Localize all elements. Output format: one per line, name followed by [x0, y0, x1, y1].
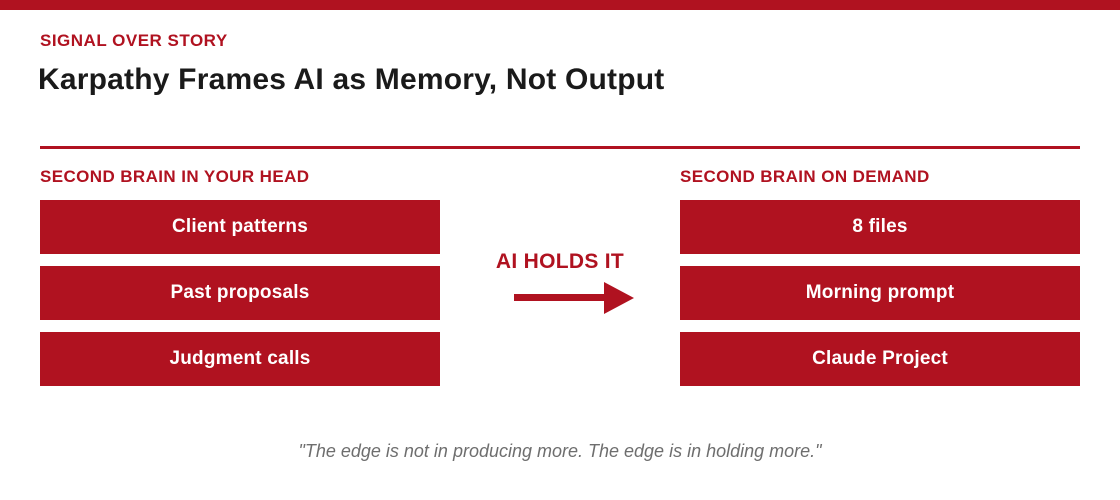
right-box-claude-project: Claude Project — [680, 332, 1080, 386]
arrow-shaft — [514, 294, 606, 301]
right-arrow-icon — [514, 280, 634, 316]
page-title: Karpathy Frames AI as Memory, Not Output — [38, 63, 665, 96]
horizontal-divider — [40, 146, 1080, 149]
left-column-heading: SECOND BRAIN IN YOUR HEAD — [40, 167, 310, 186]
eyebrow-label: SIGNAL OVER STORY — [40, 31, 228, 50]
left-box-client-patterns: Client patterns — [40, 200, 440, 254]
left-box-judgment-calls: Judgment calls — [40, 332, 440, 386]
footer-quote: "The edge is not in producing more. The … — [298, 441, 822, 461]
arrow-head — [604, 282, 634, 314]
right-column-heading: SECOND BRAIN ON DEMAND — [680, 167, 930, 186]
right-box-8-files: 8 files — [680, 200, 1080, 254]
left-box-past-proposals: Past proposals — [40, 266, 440, 320]
center-arrow-label: AI HOLDS IT — [495, 250, 625, 273]
top-accent-bar — [0, 0, 1120, 10]
right-box-morning-prompt: Morning prompt — [680, 266, 1080, 320]
